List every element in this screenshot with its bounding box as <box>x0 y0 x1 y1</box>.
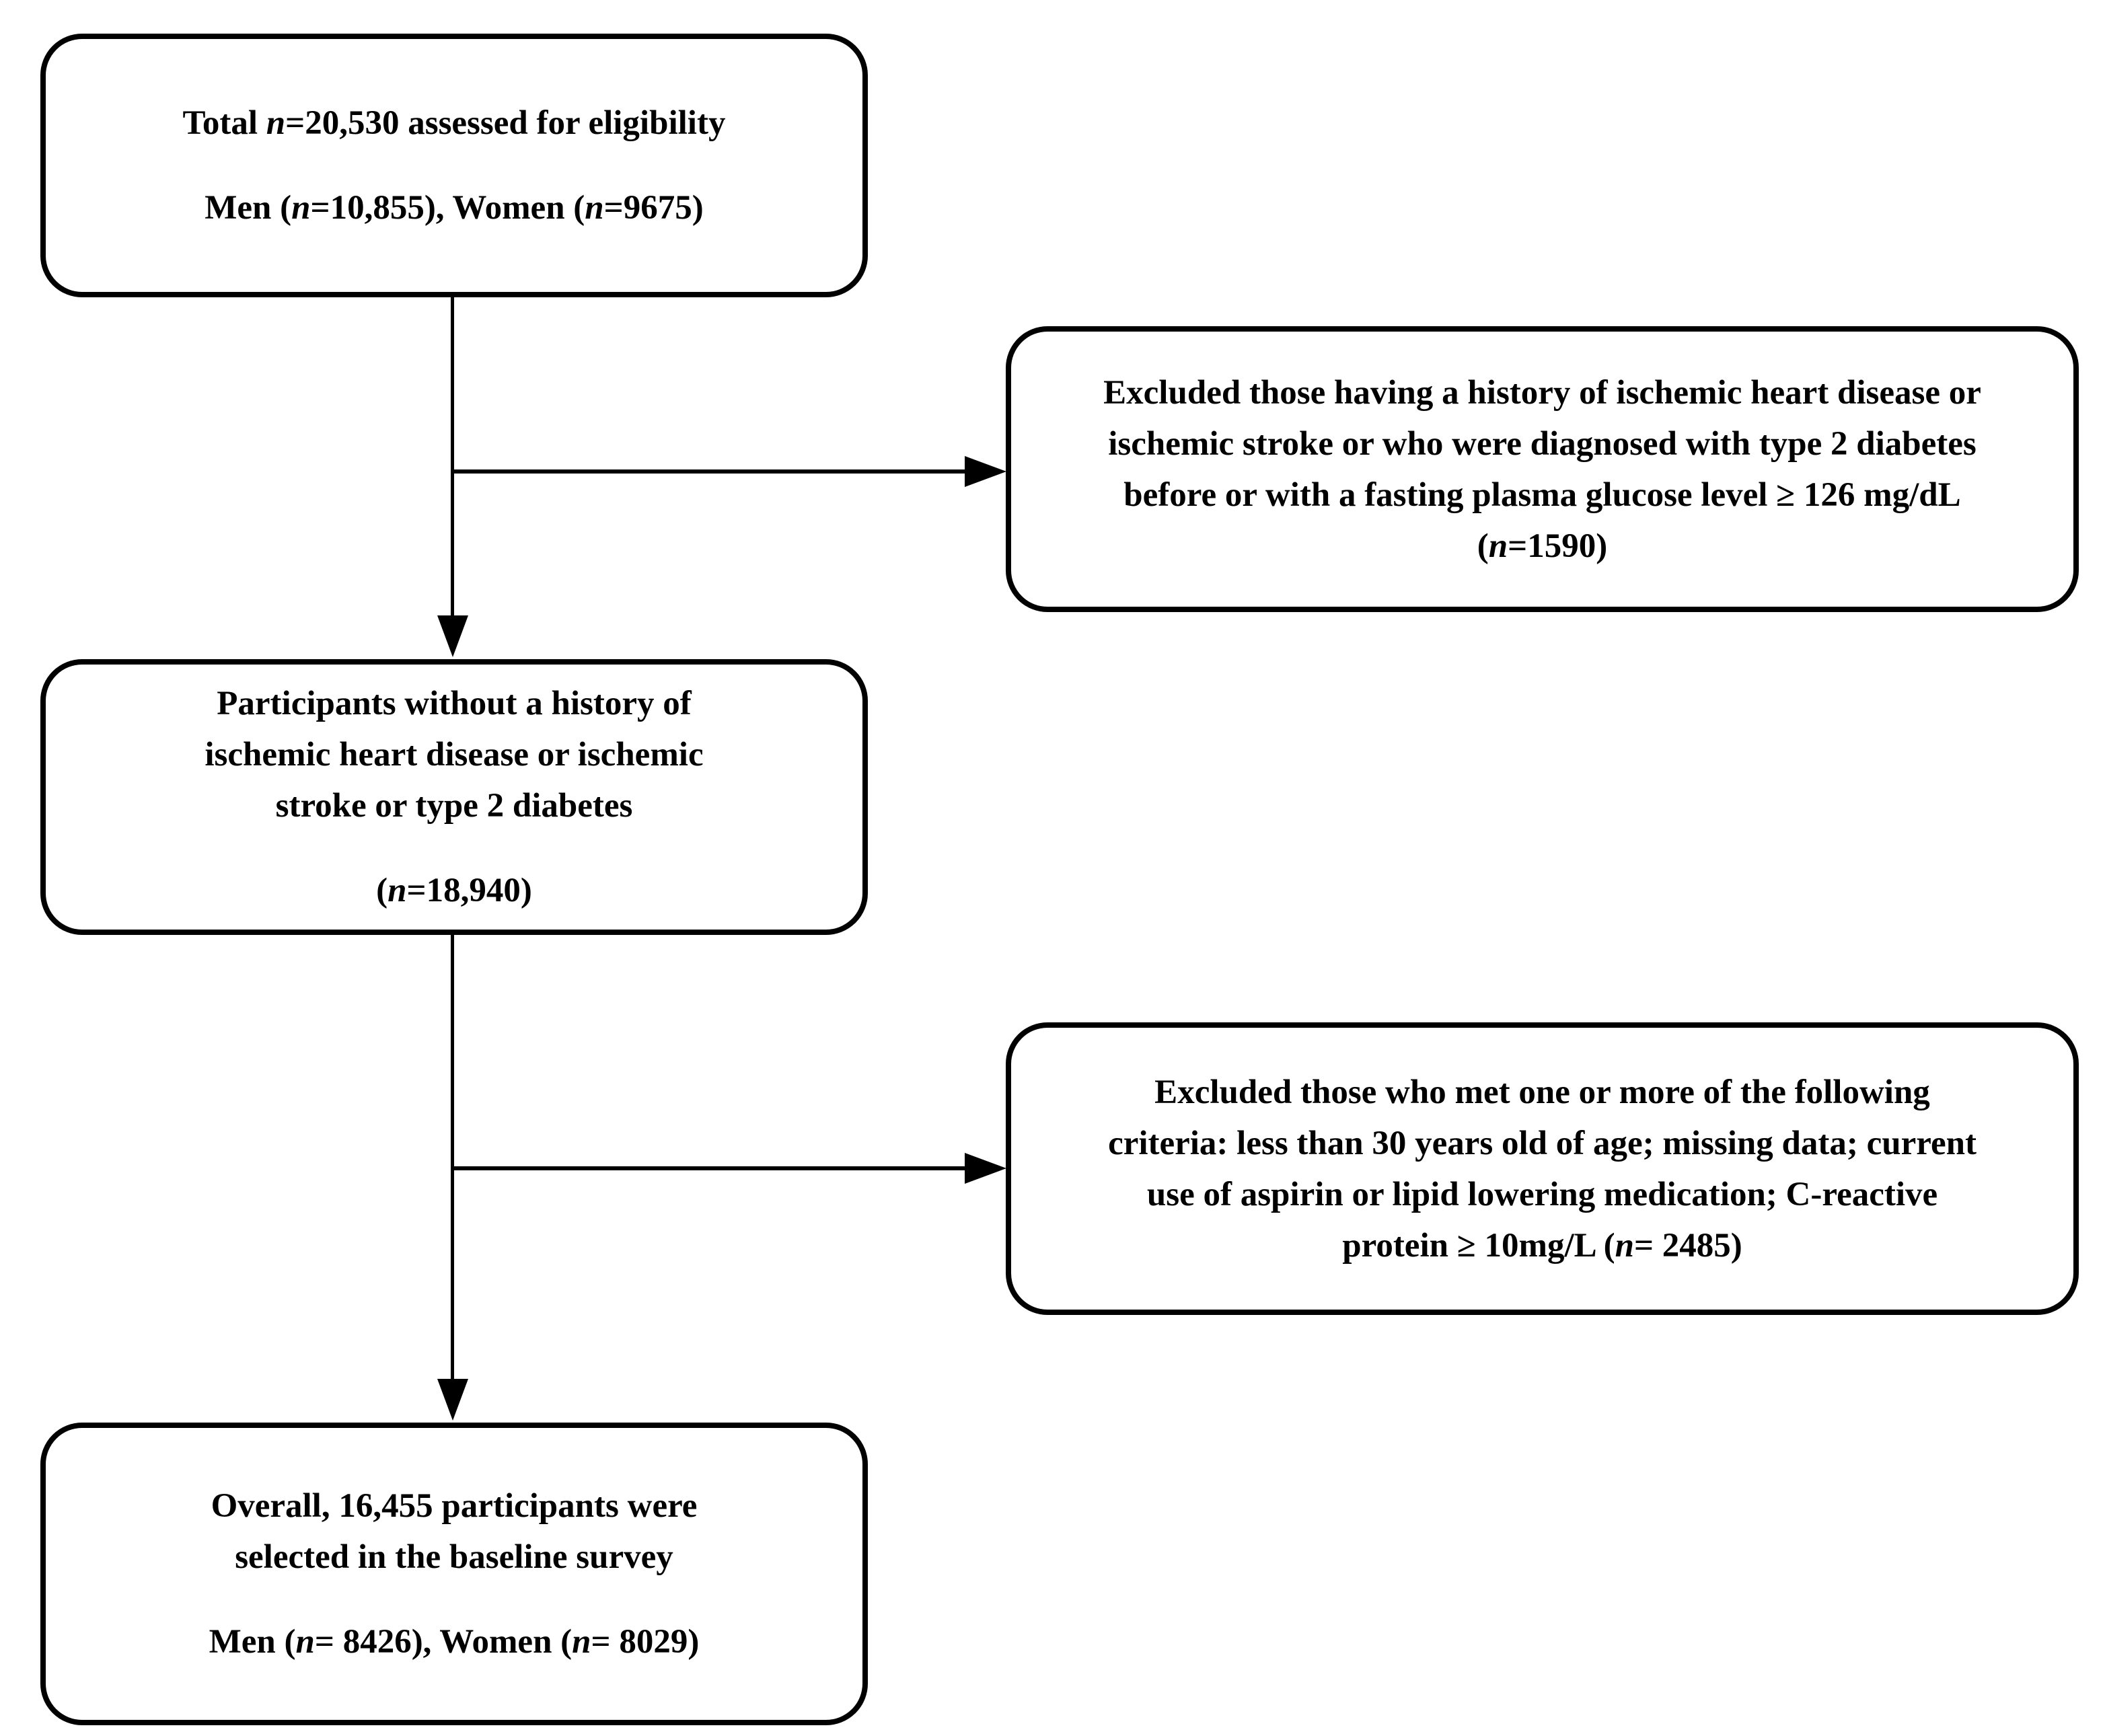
connector-vertical-participants-to-overall <box>451 934 454 1381</box>
text-line: stroke or type 2 diabetes <box>275 787 633 825</box>
text-line: Overall, 16,455 participants were <box>211 1487 698 1525</box>
arrowhead-right-icon <box>965 456 1006 487</box>
text-line: use of aspirin or lipid lowering medicat… <box>1146 1175 1938 1213</box>
text-line: selected in the baseline survey <box>235 1538 673 1576</box>
text-line: before or with a fasting plasma glucose … <box>1123 476 1961 514</box>
text-line: Excluded those having a history of ische… <box>1103 373 1981 412</box>
connector-horizontal-to-exclusion-1 <box>452 469 972 474</box>
text-line: Excluded those who met one or more of th… <box>1154 1073 1930 1111</box>
box-overall-selected: Overall, 16,455 participants were selecte… <box>40 1423 868 1725</box>
text-line: (n=18,940) <box>376 872 532 909</box>
connector-vertical-assessed-to-participants <box>451 297 454 619</box>
box-excluded-criteria: Excluded those who met one or more of th… <box>1006 1022 2079 1315</box>
text-line: Men (n=10,855), Women (n=9675) <box>205 189 704 227</box>
box-participants-without-history: Participants without a history of ischemi… <box>40 659 868 935</box>
connector-horizontal-to-exclusion-2 <box>452 1166 972 1170</box>
text-line: criteria: less than 30 years old of age;… <box>1108 1124 1977 1162</box>
text-line: Participants without a history of <box>217 685 692 722</box>
text-line: Total n=20,530 assessed for eligibility <box>182 104 726 142</box>
text-line: ischemic heart disease or ischemic <box>205 736 704 773</box>
arrowhead-down-icon <box>437 615 468 657</box>
text-line: protein ≥ 10mg/L (n= 2485) <box>1342 1226 1742 1265</box>
box-excluded-history-ihd-stroke-diabetes: Excluded those having a history of ische… <box>1006 326 2079 612</box>
arrowhead-right-icon <box>965 1153 1006 1184</box>
text-line: Men (n= 8426), Women (n= 8029) <box>209 1623 700 1661</box>
arrowhead-down-icon <box>437 1379 468 1421</box>
text-line: ischemic stroke or who were diagnosed wi… <box>1108 424 1977 463</box>
text-line: (n=1590) <box>1477 527 1608 565</box>
